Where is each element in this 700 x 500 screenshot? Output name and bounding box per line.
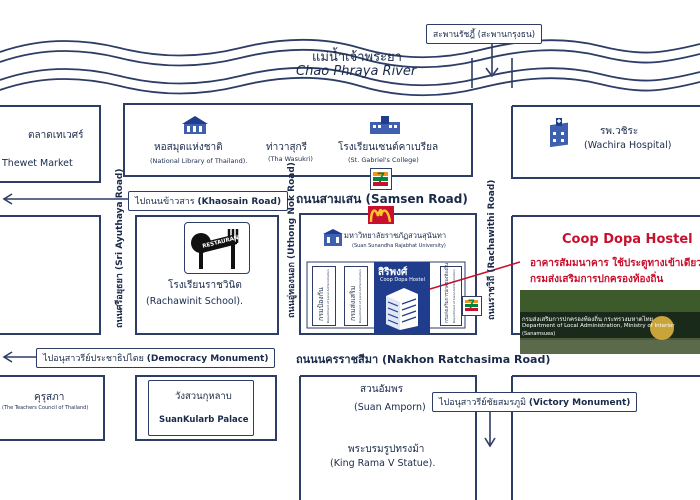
victory-direction-thai: ไปอนุสาวรีย์ชัยสมรภูมิ	[439, 398, 527, 408]
library-en: (National Library of Thailand).	[150, 157, 248, 165]
library-thai: หอสมุดแห่งชาติ	[154, 142, 223, 153]
uthong-road-en: (Uthong Nok Road)	[287, 162, 297, 259]
sri-ayutthaya-road-label: ถนนศรีอยุธยา (Sri Ayuthaya Road)	[112, 169, 126, 328]
rachawinit-thai: โรงเรียนราชวินิต	[168, 280, 242, 291]
gabriel-thai: โรงเรียนเซนต์คาเบรียล	[338, 142, 439, 153]
seal-emblem	[650, 316, 674, 340]
rajabhat-thai: มหาวิทยาลัยราชภัฏสวนสุนันทา	[344, 231, 447, 240]
photo-caption-sub: (Sanamsuea)	[522, 331, 556, 337]
uthong-road-thai: ถนนอู่ทองนอก	[287, 262, 297, 318]
suankularb-thai: วังสวนกุหลาบ	[175, 391, 232, 402]
hostel-info-panel: Coop Dopa Hostel อาคารสัมมนาคาร ใช้ประตู…	[520, 224, 700, 356]
restaurant-icon: RESTAURANT	[184, 222, 250, 274]
samsen-road-label: ถนนสามเสน (Samsen Road)	[296, 190, 468, 209]
utensils-icon	[191, 229, 239, 269]
gabriel-en: (St. Gabriel's College)	[348, 156, 419, 164]
democracy-direction-thai: ไปอนุสาวรีย์ประชาธิปไตย	[43, 354, 144, 364]
king-rama-thai: พระบรมรูปทรงม้า	[348, 444, 425, 455]
dept-building-3-en: Department of Local Administration	[452, 269, 456, 323]
dept-building-1: กรมป้องกัน Department of Local Administr…	[312, 266, 336, 326]
hostel-building-icon	[386, 288, 418, 330]
samsen-road-thai: ถนนสามเสน	[296, 192, 362, 206]
wasukri-en: (Tha Wasukri)	[268, 155, 313, 163]
row2-blocks	[0, 213, 700, 335]
democracy-direction-box: ไปอนุสาวรีย์ประชาธิปไตย (Democracy Monum…	[36, 348, 276, 368]
khaosan-direction-thai: ไปถนนข้าวสาร	[135, 197, 195, 207]
hostel-building: สิริพงศ์ Coop Dopa Hostel	[374, 262, 430, 334]
direction-arrows	[2, 193, 496, 448]
king-rama-en: (King Rama V Statue).	[330, 458, 436, 469]
victory-direction-box: ไปอนุสาวรีย์ชัยสมรภูมิ (Victory Monument…	[432, 392, 638, 412]
hostel-panel-title: Coop Dopa Hostel	[562, 232, 693, 247]
rajabhat-en: (Suan Sunandha Rajabhat University)	[352, 243, 446, 249]
seven-eleven-icon: 7	[462, 296, 482, 316]
university-building-icon	[323, 229, 343, 246]
khaosan-direction-box: ไปถนนข้าวสาร (Khaosain Road)	[128, 191, 289, 211]
suankularb-en: SuanKularb Palace	[159, 415, 249, 425]
bridge-lines	[471, 44, 513, 88]
thewet-market-thai: ตลาดเทเวศร์	[28, 130, 84, 141]
suan-amporn-en: (Suan Amporn)	[354, 402, 426, 413]
river-label-en: Chao Phraya River	[296, 64, 417, 79]
uthong-road-label: ถนนอู่ทองนอก (Uthong Nok Road)	[284, 162, 298, 318]
dept-building-3-thai: กรมส่งเสริมการปกครองท้องถิ่น	[445, 263, 450, 323]
hostel-pointer-line	[419, 261, 521, 293]
rachawithi-road-en: (Rachawithi Road)	[487, 179, 497, 273]
row1-blocks	[0, 103, 700, 183]
dept-building-1-en: Department of Local Administration	[326, 269, 330, 323]
row3-blocks	[0, 375, 700, 500]
hostel-panel-line2: กรมส่งเสริมการปกครองท้องถิ่น	[530, 274, 664, 285]
sri-ayutthaya-road-thai: ถนนศรีอยุธยา	[115, 273, 125, 328]
bridge-label: สะพานรัชฎี้ (สะพานกรุงธน)	[426, 24, 543, 44]
hostel-photo: กรมส่งเสริมการปกครองท้องถิ่น กระทรวงมหาด…	[520, 290, 700, 354]
nakhon-road-label: ถนนนครราชสีมา (Nakhon Ratchasima Road)	[296, 350, 550, 368]
hospital-building-icon	[550, 118, 568, 148]
hostel-sign-en: Coop Dopa Hostel	[380, 277, 425, 283]
river-label-thai: แม่น้ำเจ้าพระยา	[312, 50, 402, 65]
suankularb-box: วังสวนกุหลาบ SuanKularb Palace	[148, 380, 254, 436]
photo-caption-thai: กรมส่งเสริมการปกครองท้องถิ่น กระทรวงมหาด…	[522, 316, 654, 323]
rachawithi-road-label: ถนนราชวิถี (Rachawithi Road)	[484, 180, 498, 320]
mcdonalds-icon	[368, 206, 394, 224]
river-waves	[0, 38, 700, 97]
khaosan-direction-en: (Khaosain Road)	[197, 197, 282, 207]
wasukri-thai: ท่าวาสุกรี	[266, 142, 307, 153]
nakhon-road-thai: ถนนนครราชสีมา	[296, 353, 379, 366]
wachira-thai: รพ.วชิระ	[600, 126, 639, 137]
sri-ayutthaya-road-en: (Sri Ayuthaya Road)	[115, 168, 125, 271]
samsen-road-en: (Samsen Road)	[365, 192, 468, 206]
nakhon-road-en: (Nakhon Ratchasima Road)	[382, 353, 551, 366]
dept-building-3: กรมส่งเสริมการปกครองท้องถิ่น Department …	[440, 263, 462, 326]
thewet-market-en: Thewet Market	[2, 158, 73, 169]
khurusapha-en: (The Teachers Council of Thailand)	[2, 405, 89, 411]
dept-building-2-en: Department of Local Administration	[358, 269, 362, 323]
school-building-icon	[370, 116, 400, 134]
rachawinit-en: (Rachawinit School).	[146, 296, 244, 307]
dept-building-2: กรมส่งเสริม Department of Local Administ…	[344, 266, 368, 326]
library-building-icon	[182, 116, 208, 134]
khurusapha-thai: คุรุสภา	[34, 392, 65, 403]
hostel-sign-thai: สิริพงศ์	[378, 267, 408, 278]
photo-caption-en: Department of Local Administration, Mini…	[522, 323, 675, 329]
rachawithi-road-thai: ถนนราชวิถี	[487, 275, 497, 320]
victory-direction-en: (Victory Monument)	[528, 398, 631, 408]
seven-eleven-icon: 7	[370, 168, 392, 190]
democracy-direction-en: (Democracy Monument)	[146, 354, 269, 364]
hostel-panel-line1: อาคารสัมมนาคาร ใช้ประตูทางเข้าเดียว	[530, 258, 700, 269]
suan-amporn-thai: สวนอัมพร	[360, 384, 404, 395]
wachira-en: (Wachira Hospital)	[584, 140, 672, 151]
